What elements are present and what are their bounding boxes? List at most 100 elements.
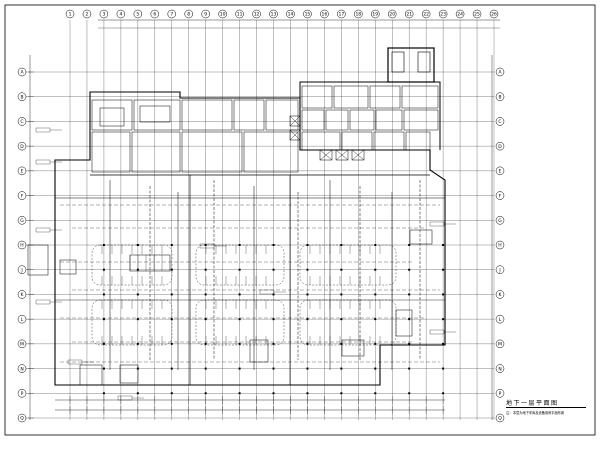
axis-bubble-top: 10 xyxy=(218,9,227,19)
axis-bubble-top: 11 xyxy=(235,9,244,19)
equipment-room xyxy=(249,339,269,363)
column xyxy=(102,392,105,395)
annotation-tag xyxy=(35,227,51,233)
axis-label: 20 xyxy=(389,12,395,18)
axis-bubble-right: P xyxy=(495,389,505,398)
column xyxy=(136,268,139,271)
axis-label: E xyxy=(21,169,24,175)
axis-bubble xyxy=(495,67,505,77)
equipment-room xyxy=(395,309,413,337)
column xyxy=(408,293,411,296)
axis-bubble xyxy=(495,290,505,299)
equipment-room xyxy=(139,105,171,123)
drawing-title: 地下一层平面图 xyxy=(506,400,559,407)
axis-bubble-right: A xyxy=(495,67,505,77)
stair-core xyxy=(387,47,435,83)
axis-bubble-top: 12 xyxy=(252,9,261,19)
axis-label: 16 xyxy=(322,12,328,18)
axis-bubble-right: L xyxy=(495,314,505,324)
column xyxy=(204,367,207,370)
column xyxy=(374,244,377,246)
column xyxy=(170,293,173,296)
parking-lane xyxy=(299,244,397,286)
column xyxy=(306,293,309,296)
column xyxy=(238,392,241,395)
column xyxy=(340,392,343,395)
column xyxy=(238,318,241,321)
column xyxy=(340,367,343,370)
axis-label: N xyxy=(20,366,23,372)
column xyxy=(442,342,445,345)
equipment-room xyxy=(99,107,125,127)
equipment-room xyxy=(233,99,265,131)
column xyxy=(306,318,309,321)
column xyxy=(204,392,207,395)
equipment-room xyxy=(369,85,401,109)
axis-bubble-left: C xyxy=(17,117,27,126)
axis-bubble xyxy=(421,9,431,19)
axis-bubble-top: 21 xyxy=(404,9,414,19)
axis-bubble-top: 7 xyxy=(167,9,177,19)
column xyxy=(136,392,139,395)
equipment-room xyxy=(119,364,139,384)
axis-label: 4 xyxy=(119,12,122,18)
axis-bubble xyxy=(438,9,448,19)
grid-lines xyxy=(28,20,495,420)
axis-label: 8 xyxy=(187,12,190,18)
equipment-room xyxy=(181,99,233,131)
axis-label: A xyxy=(20,70,24,76)
building-plan xyxy=(27,47,456,401)
axis-label: B xyxy=(498,94,501,100)
axis-label: 13 xyxy=(271,12,277,18)
annotation-tag xyxy=(429,221,445,227)
column xyxy=(340,342,343,345)
column xyxy=(136,342,139,345)
axis-bubble-left: L xyxy=(17,314,27,324)
axis-bubble-top: 3 xyxy=(99,9,109,19)
column xyxy=(136,367,139,370)
title-block: 地下一层平面图 注: 本层为地下车库及设备用房平面布置 xyxy=(506,398,590,422)
shaft-room xyxy=(289,129,301,141)
axis-bubble xyxy=(495,413,505,423)
column xyxy=(136,293,139,296)
axis-label: N xyxy=(498,366,501,372)
column xyxy=(340,318,343,321)
column xyxy=(442,244,445,246)
axis-bubble-right: C xyxy=(495,117,505,126)
column xyxy=(238,268,241,271)
column xyxy=(306,342,309,345)
column xyxy=(204,244,207,246)
axis-bubble-right: H xyxy=(495,240,505,250)
column xyxy=(442,293,445,296)
column xyxy=(374,342,377,345)
equipment-room xyxy=(27,244,49,276)
annotation-tag xyxy=(35,299,51,305)
column xyxy=(238,244,241,246)
column xyxy=(272,293,275,296)
axis-label: C xyxy=(20,119,23,125)
shaft-room xyxy=(351,149,365,161)
equipment-room xyxy=(401,85,439,109)
axis-label: M xyxy=(20,342,24,348)
axis-bubble-left: A xyxy=(17,67,27,77)
axis-bubble xyxy=(495,191,505,200)
equipment-room xyxy=(373,131,405,151)
axis-bubble xyxy=(252,9,261,19)
column xyxy=(204,318,207,321)
axis-bubble-right: M xyxy=(495,339,505,349)
column xyxy=(408,318,411,321)
axis-bubble xyxy=(116,9,126,19)
axis-bubble xyxy=(495,92,505,101)
axis-label: 9 xyxy=(204,12,207,18)
axis-bubble-left: Q xyxy=(17,413,27,423)
column xyxy=(170,318,173,321)
column xyxy=(408,268,411,271)
equipment-room xyxy=(59,259,77,275)
column xyxy=(102,244,105,246)
axis-bubble-left: E xyxy=(17,166,27,176)
column xyxy=(374,392,377,395)
axis-label: 5 xyxy=(136,12,139,18)
axis-bubble-top: 22 xyxy=(421,9,431,19)
equipment-room xyxy=(301,131,341,151)
